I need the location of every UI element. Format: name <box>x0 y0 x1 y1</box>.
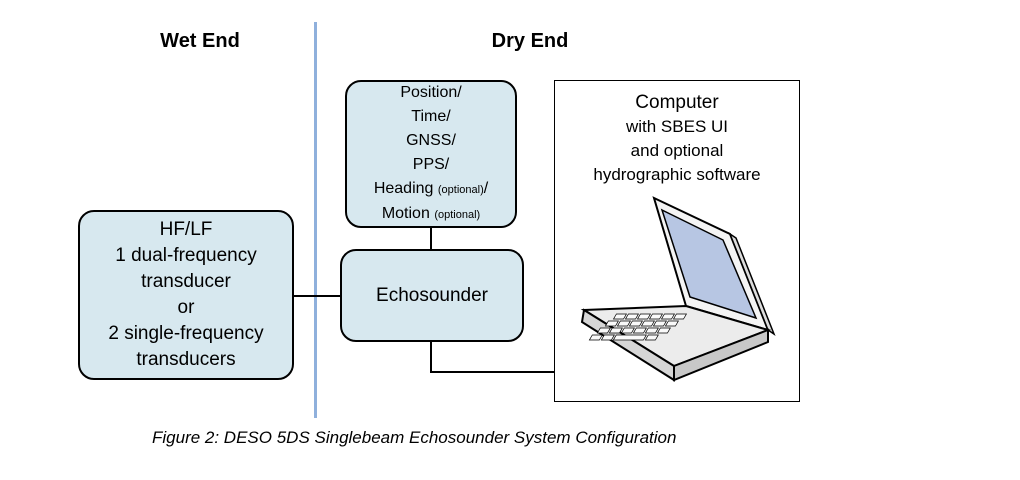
motion-optional-note: (optional) <box>434 209 481 221</box>
position-box: Position/ Time/ GNSS/ PPS/ Heading (opti… <box>345 80 517 228</box>
connector-echosounder-down <box>430 341 432 373</box>
computer-line-4: hydrographic software <box>593 165 761 184</box>
wet-dry-divider <box>314 22 317 418</box>
wet-end-header: Wet End <box>160 30 240 52</box>
transducer-line-2: 1 dual-frequency <box>115 245 257 266</box>
heading-label: Heading <box>373 180 434 197</box>
computer-line-3: and optional <box>630 141 724 160</box>
position-line-3: GNSS/ <box>406 132 456 149</box>
dry-end-header: Dry End <box>491 30 569 52</box>
transducer-line-3: transducer <box>141 271 231 292</box>
echosounder-box: Echosounder <box>340 249 524 342</box>
transducer-line-5: 2 single-frequency <box>108 323 264 344</box>
echosounder-label: Echosounder <box>376 284 488 306</box>
computer-line-1: Computer <box>635 92 719 113</box>
position-line-4: PPS/ <box>412 156 450 173</box>
heading-suffix: / <box>483 180 489 197</box>
position-line-1: Position/ <box>400 84 462 101</box>
motion-label: Motion <box>381 205 430 222</box>
position-line-2: Time/ <box>411 108 451 125</box>
connector-position-echosounder <box>430 226 432 250</box>
transducer-line-1: HF/LF <box>159 219 213 240</box>
connector-echosounder-computer <box>430 371 555 373</box>
transducer-line-6: transducers <box>136 349 236 370</box>
keyboard <box>588 313 688 341</box>
connector-transducer-echosounder <box>292 295 342 297</box>
laptop-icon <box>580 196 776 382</box>
position-line-motion: Motion (optional) <box>382 202 480 227</box>
computer-text: Computer with SBES UI and optional hydro… <box>555 91 799 187</box>
computer-line-2: with SBES UI <box>625 117 729 136</box>
heading-optional-note: (optional) <box>437 184 484 196</box>
figure-caption: Figure 2: DESO 5DS Singlebeam Echosounde… <box>152 428 677 447</box>
transducer-box: HF/LF 1 dual-frequency transducer or 2 s… <box>78 210 294 380</box>
position-line-heading: Heading (optional)/ <box>374 177 488 202</box>
transducer-line-4: or <box>177 297 195 318</box>
